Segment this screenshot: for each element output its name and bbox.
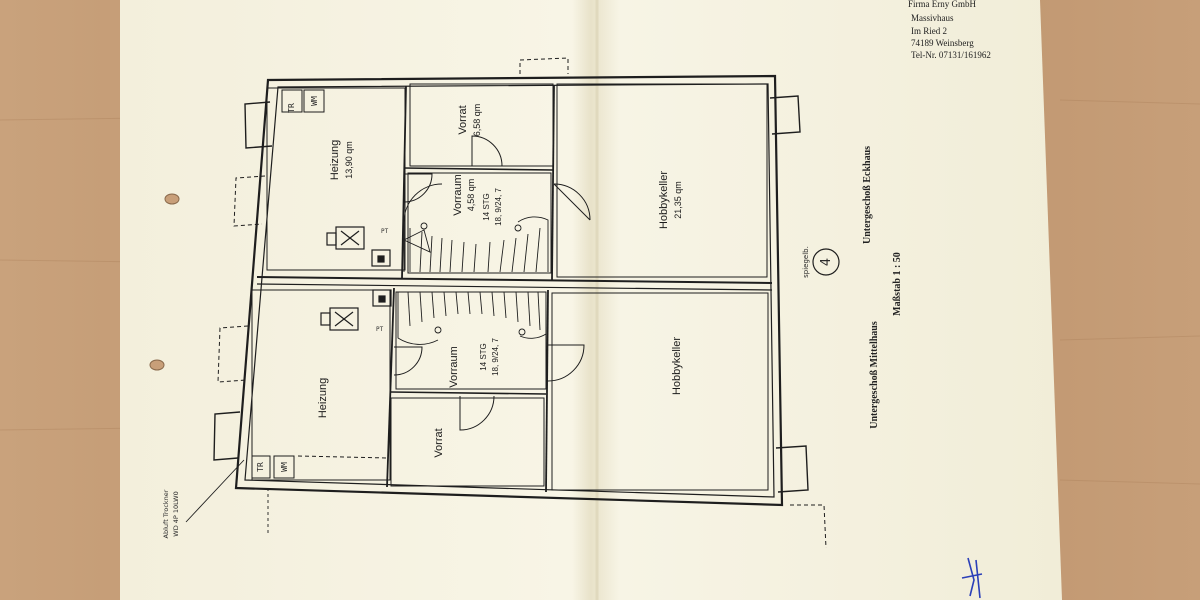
bottom-counter-line: [297, 455, 389, 459]
bottom-wm-label: WM: [280, 462, 289, 472]
bottom-heizung-room: [251, 289, 391, 481]
punch-hole-lower: [149, 359, 165, 371]
door-top-heizung: [403, 173, 433, 203]
mirror-note: spiegelb.: [802, 246, 810, 278]
bottom-vorrat-room: [390, 397, 545, 487]
outer-wall: [234, 74, 784, 507]
window-well-top-left: [244, 101, 273, 149]
plan-number: 4: [819, 258, 834, 266]
top-stair-rise: 18, 9/24, 7: [494, 188, 503, 226]
party-wall-inner: [256, 283, 773, 291]
bottom-wall-hobby: [545, 289, 549, 493]
top-heizung-label: Heizung: [329, 140, 341, 180]
bottom-staircase: [397, 291, 547, 345]
top-wall-vorrat: [403, 167, 554, 171]
outer-wall-inner: [244, 83, 775, 498]
dashed-well-top: [233, 175, 266, 227]
vent-note-1: Abluft Trockner: [162, 489, 170, 538]
top-tr-label: TR: [287, 103, 296, 113]
door-bottom-vorrat: [459, 395, 495, 431]
window-well-bottom-left: [213, 411, 241, 461]
bottom-stair-steps: 14 STG: [479, 343, 488, 371]
company-header: Firma Erny GmbH Massivhaus Im Ried 2 741…: [908, 0, 991, 60]
bottom-boiler: [320, 289, 392, 331]
plan-number-circle: [812, 248, 840, 276]
company-street: Im Ried 2: [911, 26, 947, 36]
bottom-vorraum-room: [395, 291, 547, 390]
company-type: Massivhaus: [911, 13, 954, 23]
company-phone: Tel-Nr. 07131/161962: [911, 50, 991, 60]
bottom-wall-vorrat: [390, 391, 547, 395]
top-hobby-room: [556, 83, 768, 278]
top-vorrat-room: [409, 83, 554, 167]
top-tr-box: [281, 89, 303, 113]
window-well-bottom-right: [775, 445, 809, 493]
top-pt-label: PT: [381, 228, 389, 235]
top-vorraum-label: Vorraum: [452, 174, 464, 216]
window-well-top-right: [769, 95, 801, 135]
scale-label: Maßstab 1 : 50: [892, 252, 903, 316]
door-bottom-hobby: [547, 344, 585, 382]
top-boiler: [326, 226, 391, 267]
top-stair-steps: 14 STG: [482, 193, 491, 221]
bottom-tr-label: TR: [256, 462, 265, 472]
dashed-top-entry: [519, 57, 569, 74]
bottom-vorraum-label: Vorraum: [448, 346, 460, 388]
title-eckhaus: Untergeschoß Eckhaus: [862, 146, 873, 244]
top-vorraum-area: 4,58 qm: [466, 179, 476, 212]
bottom-tr-box: [251, 455, 271, 479]
top-heizung-room: [266, 87, 406, 271]
bottom-hobby-room: [551, 292, 769, 491]
paper-sheet: [120, 0, 1062, 600]
door-bottom-heizung: [393, 346, 423, 376]
title-mittelhaus: Untergeschoß Mittelhaus: [869, 321, 880, 429]
company-city: 74189 Weinsberg: [911, 38, 974, 48]
top-hobby-label: Hobbykeller: [658, 171, 670, 229]
punch-hole-upper: [164, 193, 180, 205]
top-wm-box: [303, 89, 325, 113]
company-name: Firma Erny GmbH: [908, 0, 976, 9]
vent-note-2: WD 4P 10LW0: [172, 491, 180, 536]
door-top-hobby: [553, 183, 591, 221]
bottom-hobby-label: Hobbykeller: [671, 337, 683, 395]
floor-plan: [185, 57, 840, 549]
bottom-heizung-label: Heizung: [317, 378, 329, 418]
top-wm-label: WM: [310, 96, 319, 106]
bottom-pt-label: PT: [376, 326, 384, 333]
top-hobby-area: 21,35 qm: [673, 181, 683, 219]
signature-mark: [961, 557, 983, 599]
bottom-wm-box: [273, 455, 295, 479]
party-wall: [256, 276, 773, 284]
top-wall-hobby: [551, 84, 555, 281]
top-staircase: [402, 183, 549, 273]
vent-leader-line: [185, 459, 245, 523]
bottom-vorrat-label: Vorrat: [433, 428, 445, 457]
top-vorrat-area: 6,58 qm: [472, 104, 482, 137]
top-vorrat-label: Vorrat: [457, 105, 469, 134]
top-vorraum-room: [407, 172, 552, 274]
dashed-well-bottom: [217, 325, 249, 383]
bottom-stair-rise: 18, 9/24, 7: [491, 338, 500, 376]
door-top-vorrat: [471, 135, 503, 167]
top-heizung-area: 13,90 qm: [344, 141, 354, 179]
